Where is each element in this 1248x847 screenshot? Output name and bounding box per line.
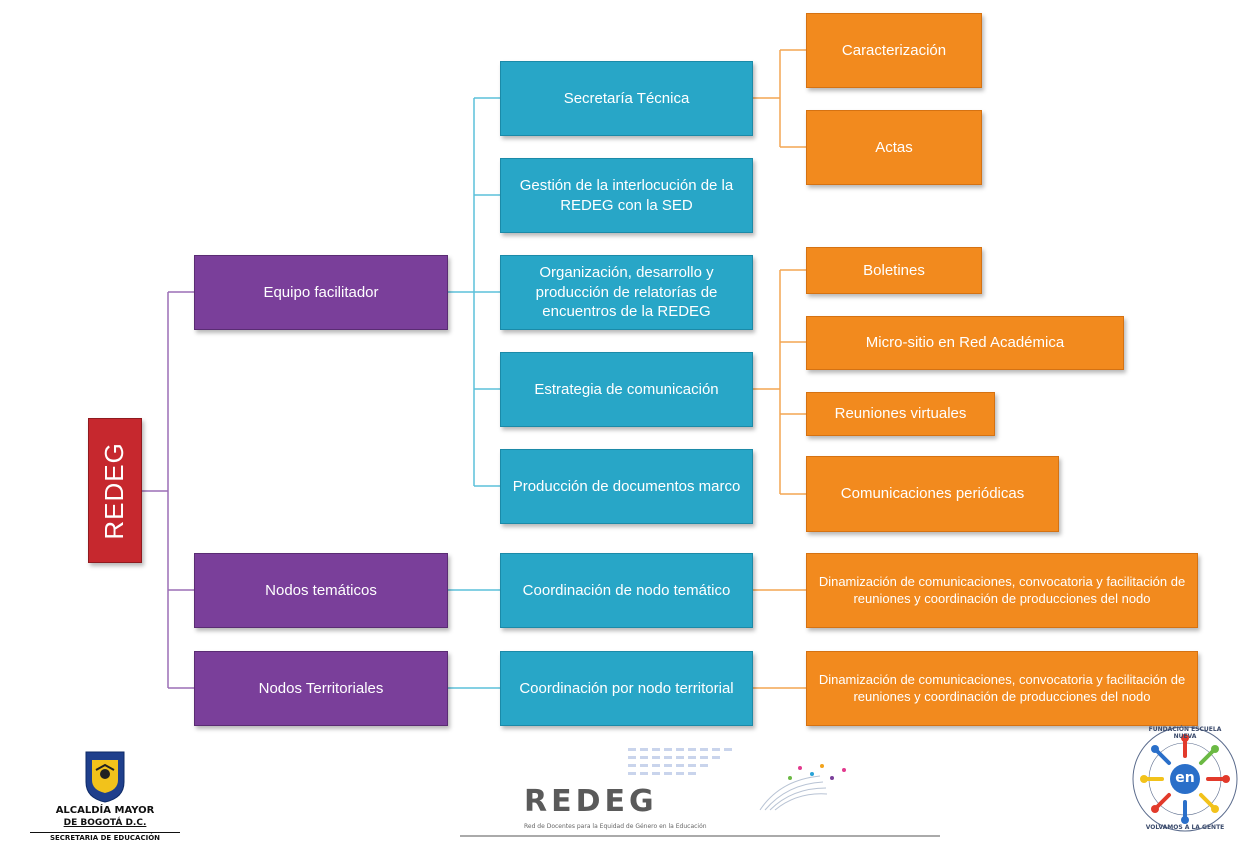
- node-coordinacion-territorial: Coordinación por nodo territorial: [500, 651, 753, 726]
- root-label: REDEG: [99, 441, 130, 540]
- node-dinamizacion-tematico: Dinamización de comunicaciones, convocat…: [806, 553, 1198, 628]
- node-dinamizacion-territorial: Dinamización de comunicaciones, convocat…: [806, 651, 1198, 726]
- node-equipo-facilitador: Equipo facilitador: [194, 255, 448, 330]
- node-nodos-territoriales: Nodos Territoriales: [194, 651, 448, 726]
- node-secretaria-tecnica: Secretaría Técnica: [500, 61, 753, 136]
- node-boletines: Boletines: [806, 247, 982, 294]
- node-reuniones-virtuales: Reuniones virtuales: [806, 392, 995, 436]
- fundacion-center-text: en: [1175, 770, 1195, 786]
- fundacion-escuela-nueva-logo: FUNDACIÓN ESCUELA NUEVA en VOLVAMOS A LA…: [1130, 724, 1240, 834]
- alcaldia-line-1: ALCALDÍA MAYOR: [55, 805, 155, 816]
- people-circle-icon: [1132, 726, 1238, 832]
- node-produccion-documentos: Producción de documentos marco: [500, 449, 753, 524]
- node-actas: Actas: [806, 110, 982, 185]
- redeg-logo-text: REDEG: [524, 784, 658, 819]
- node-nodos-tematicos: Nodos temáticos: [194, 553, 448, 628]
- node-estrategia-comunicacion: Estrategia de comunicación: [500, 352, 753, 427]
- alcaldia-line-3: SECRETARIA DE EDUCACIÓN: [30, 832, 180, 842]
- node-organizacion-relatorias: Organización, desarrollo y producción de…: [500, 255, 753, 330]
- node-coordinacion-tematico: Coordinación de nodo temático: [500, 553, 753, 628]
- shield-icon: [85, 751, 125, 803]
- fundacion-top-text: FUNDACIÓN ESCUELA NUEVA: [1148, 726, 1222, 740]
- redeg-logo: REDEG Red de Docentes para la Equidad de…: [460, 744, 940, 844]
- root-node-redeg: REDEG: [88, 418, 142, 563]
- node-gestion-interlocucion: Gestión de la interlocución de la REDEG …: [500, 158, 753, 233]
- redeg-dot-pattern-icon: [460, 748, 940, 837]
- node-micrositio: Micro-sitio en Red Académica: [806, 316, 1124, 370]
- alcaldia-line-2: DE BOGOTÁ D.C.: [63, 818, 147, 828]
- fundacion-bottom-text: VOLVAMOS A LA GENTE: [1145, 824, 1225, 831]
- node-comunicaciones-periodicas: Comunicaciones periódicas: [806, 456, 1059, 532]
- alcaldia-logo: ALCALDÍA MAYOR DE BOGOTÁ D.C. SECRETARIA…: [30, 748, 180, 846]
- redeg-subtitle: Red de Docentes para la Equidad de Géner…: [524, 823, 707, 830]
- node-caracterizacion: Caracterización: [806, 13, 982, 88]
